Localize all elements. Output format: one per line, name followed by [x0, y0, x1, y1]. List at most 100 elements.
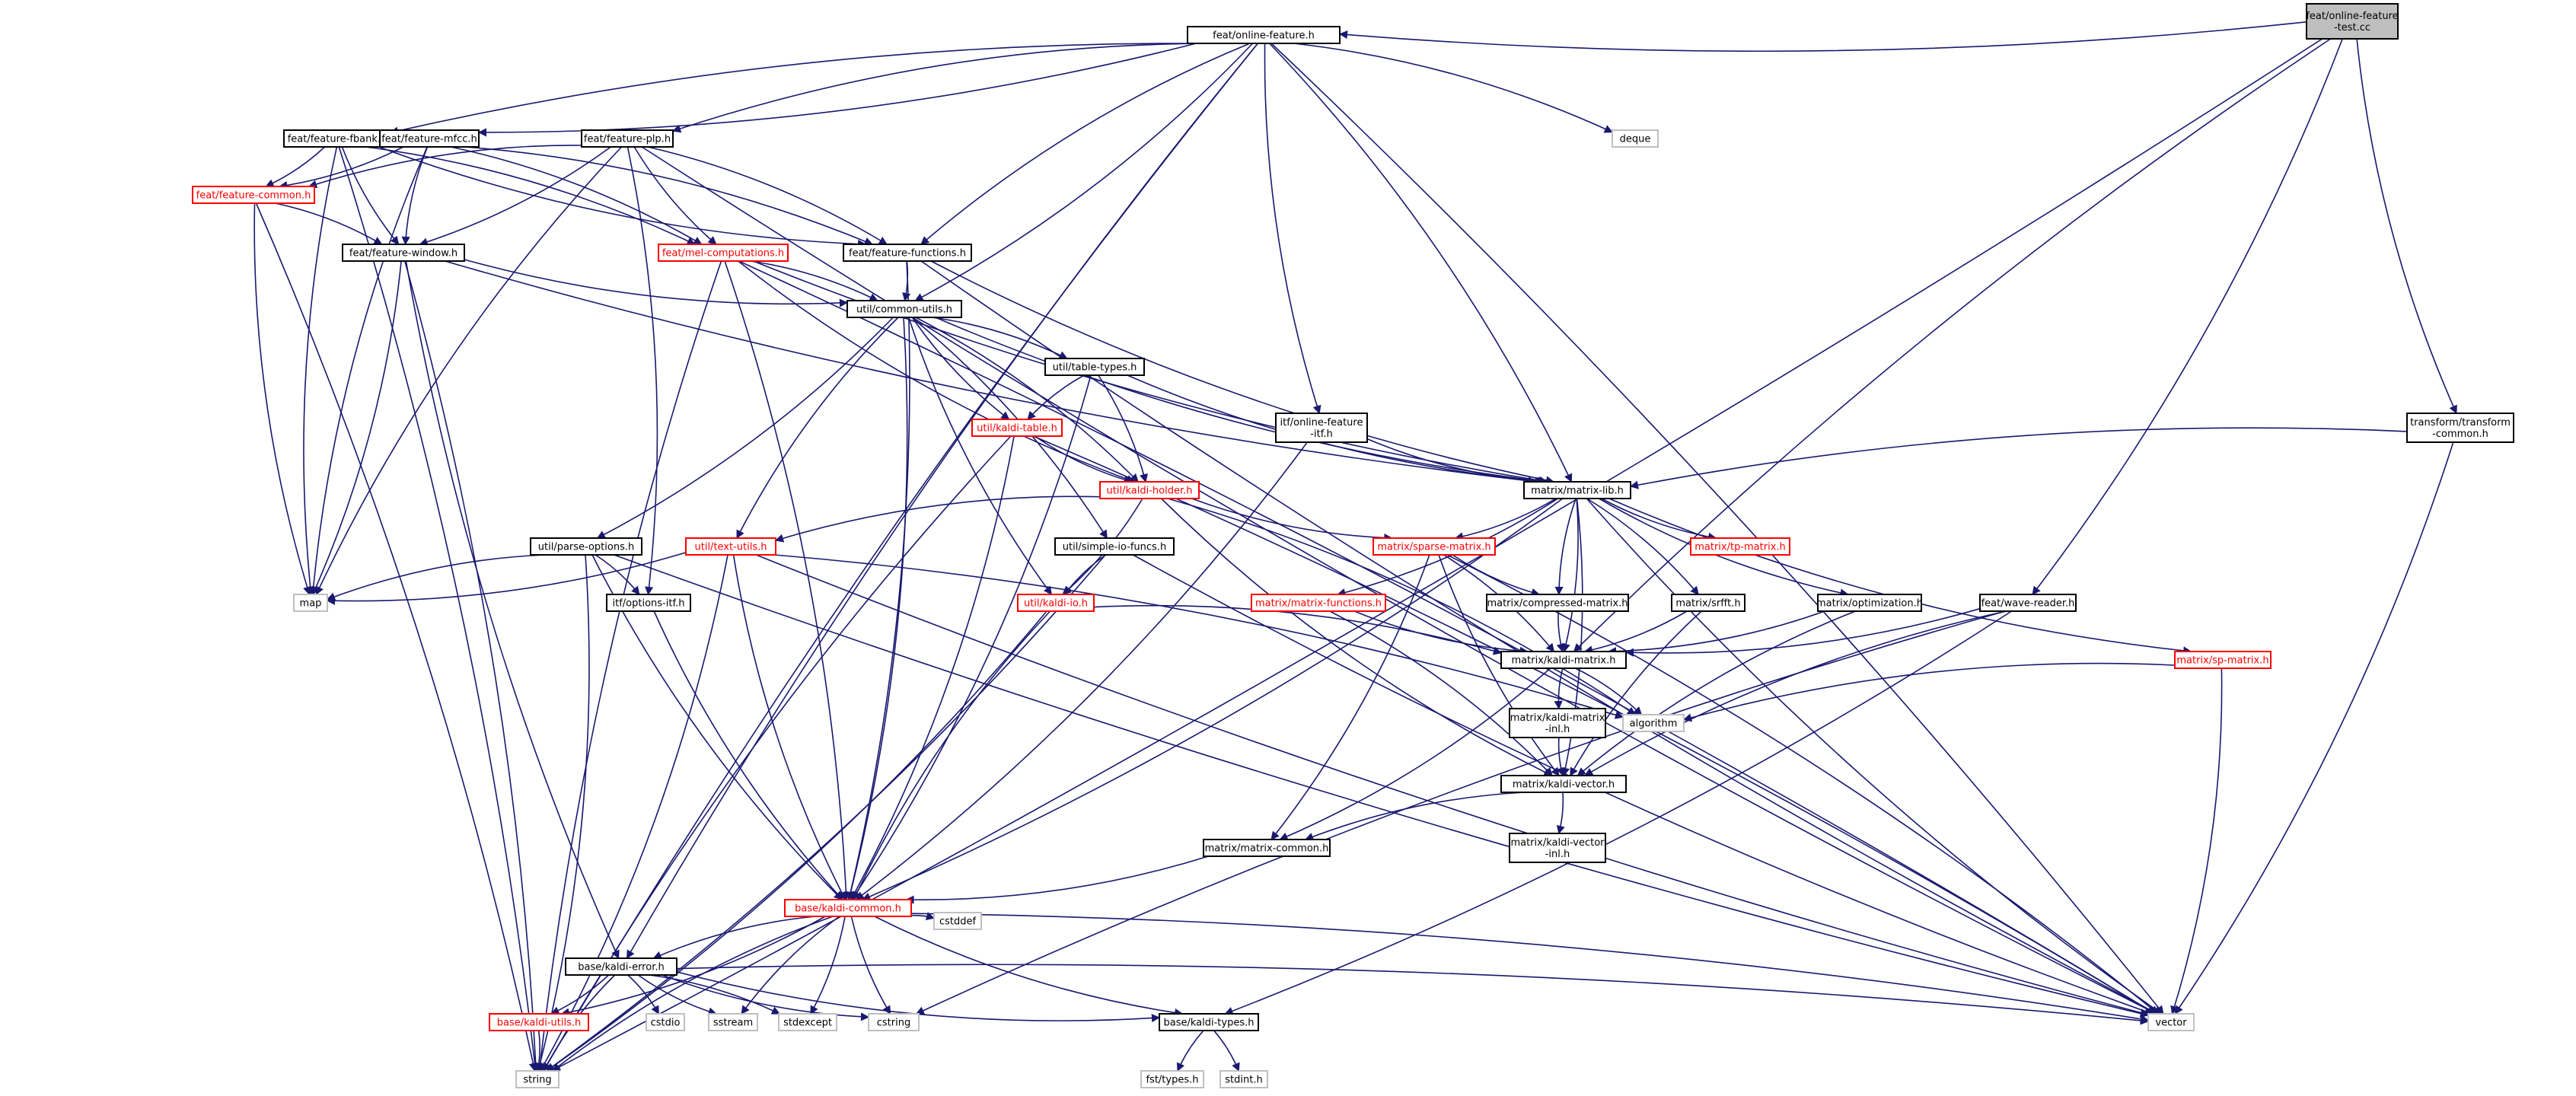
edge-online_feature-to-fbank	[389, 43, 1189, 135]
edge-fbank-to-feat_common	[265, 146, 326, 187]
edge-mel-to-kaldi_holder	[738, 260, 1136, 483]
node-map[interactable]: map	[293, 594, 328, 612]
edge-wave_reader-to-kaldi_matrix	[1624, 607, 1981, 657]
node-feat_common[interactable]: feat/feature-common.h	[192, 186, 315, 204]
node-algorithm[interactable]: algorithm	[1622, 714, 1685, 732]
node-matrix_lib[interactable]: matrix/matrix-lib.h	[1523, 481, 1631, 499]
node-kaldi_io[interactable]: util/kaldi-io.h	[1017, 594, 1095, 612]
node-srfft[interactable]: matrix/srfft.h	[1671, 594, 1745, 612]
node-kaldi_error[interactable]: base/kaldi-error.h	[565, 957, 677, 976]
node-box-algorithm	[1622, 714, 1685, 732]
node-deque[interactable]: deque	[1612, 129, 1659, 148]
node-box-feat_functions	[843, 244, 972, 262]
node-label: stdint.h	[1225, 1075, 1262, 1086]
node-matrix_functions[interactable]: matrix/matrix-functions.h	[1251, 594, 1386, 612]
node-wave_reader[interactable]: feat/wave-reader.h	[1979, 594, 2077, 612]
node-kaldi_matrix[interactable]: matrix/kaldi-matrix.h	[1500, 651, 1627, 669]
node-label: cstring	[877, 1018, 910, 1029]
edge-matrix_lib-to-tp_matrix	[1601, 498, 1717, 541]
node-vector_inl[interactable]: matrix/kaldi-vector-inl.h	[1509, 833, 1606, 863]
edge-online_feature-to-common_utils	[914, 43, 1254, 301]
node-kaldi_utils[interactable]: base/kaldi-utils.h	[489, 1013, 589, 1031]
node-text_utils[interactable]: util/text-utils.h	[685, 537, 776, 556]
edge-feat_window-to-matrix_lib	[445, 260, 1537, 486]
edge-kaldi_holder-to-text_utils	[774, 495, 1101, 543]
edge-kaldi_common-to-kaldi_types	[874, 916, 1184, 1018]
edge-matrix_lib-to-vector	[1586, 498, 2163, 1015]
edge-text_utils-to-kaldi_common	[732, 554, 846, 900]
node-label: stdexcept	[783, 1018, 832, 1029]
node-matrix_common[interactable]: matrix/matrix-common.h	[1203, 839, 1331, 857]
node-sstream[interactable]: sstream	[708, 1013, 758, 1031]
node-box-kaldi_table	[971, 419, 1063, 437]
node-mel[interactable]: feat/mel-computations.h	[658, 244, 789, 262]
node-kaldi_common[interactable]: base/kaldi-common.h	[784, 899, 912, 917]
node-fbank[interactable]: feat/feature-fbank.h	[283, 129, 391, 148]
node-kaldi_types[interactable]: base/kaldi-types.h	[1159, 1013, 1259, 1031]
node-label: util/parse-options.h	[538, 542, 634, 553]
node-plp[interactable]: feat/feature-plp.h	[581, 129, 674, 148]
node-sparse_matrix[interactable]: matrix/sparse-matrix.h	[1372, 537, 1496, 556]
node-box-sparse_matrix	[1372, 537, 1496, 556]
edge-kaldi_utils-to-string	[534, 1030, 544, 1072]
node-box-kaldi_utils	[489, 1013, 589, 1031]
node-label: feat/feature-fbank.h	[288, 134, 387, 145]
edge-wave_reader-to-cstring	[915, 610, 2006, 1015]
node-tp_matrix[interactable]: matrix/tp-matrix.h	[1690, 537, 1790, 556]
node-kaldi_vector[interactable]: matrix/kaldi-vector.h	[1500, 775, 1627, 793]
edge-parse_options-to-string	[536, 554, 590, 1072]
node-label: base/kaldi-common.h	[795, 903, 901, 915]
edge-kaldi_holder-to-sparse_matrix	[1191, 498, 1393, 543]
edge-kaldi_error-to-cstdio	[627, 974, 659, 1015]
edge-wave_reader-to-kaldi_types	[1224, 610, 2012, 1015]
edge-feat_window-to-kaldi_error	[405, 260, 620, 960]
node-transform_common[interactable]: transform/transform-common.h	[2406, 413, 2514, 443]
edge-kaldi_vector-to-matrix_common	[1305, 792, 1525, 841]
node-vector[interactable]: vector	[2147, 1013, 2195, 1031]
edge-online_feature-to-plp	[671, 43, 1213, 133]
edge-text_utils-to-map	[326, 552, 687, 605]
node-label: matrix/kaldi-vector.h	[1513, 779, 1615, 791]
node-parse_options[interactable]: util/parse-options.h	[530, 537, 642, 556]
edge-plp-to-feat_functions	[647, 146, 888, 245]
node-feat_window[interactable]: feat/feature-window.h	[342, 244, 465, 262]
node-common_utils[interactable]: util/common-utils.h	[846, 300, 962, 318]
node-box-map	[293, 594, 328, 612]
edge-online_feature-to-online_itf	[1264, 43, 1321, 415]
node-stdexcept[interactable]: stdexcept	[778, 1013, 837, 1031]
node-cstddef[interactable]: cstddef	[933, 912, 982, 930]
edge-online_test-to-wave_reader	[2032, 38, 2343, 595]
node-matrix_inl[interactable]: matrix/kaldi-matrix-inl.h	[1509, 708, 1606, 738]
node-compressed[interactable]: matrix/compressed-matrix.h	[1486, 594, 1629, 612]
edge-common_utils-to-kaldi_io	[907, 317, 1052, 595]
edge-parse_options-to-vector	[614, 554, 2150, 1018]
node-cstdio[interactable]: cstdio	[646, 1013, 685, 1031]
edge-parse_options-to-options_itf	[595, 554, 640, 595]
edge-compressed-to-kaldi_matrix	[1556, 610, 1565, 653]
node-fst_types[interactable]: fst/types.h	[1140, 1070, 1204, 1088]
node-stdint[interactable]: stdint.h	[1219, 1070, 1268, 1088]
node-sp_matrix[interactable]: matrix/sp-matrix.h	[2174, 651, 2272, 669]
node-online_test[interactable]: feat/online-feature-test.cc	[2306, 3, 2399, 40]
node-kaldi_table[interactable]: util/kaldi-table.h	[971, 419, 1063, 437]
edge-feat_functions-to-kaldi_common	[846, 260, 910, 901]
node-options_itf[interactable]: itf/options-itf.h	[606, 594, 691, 612]
edge-sp_matrix-to-vector	[2170, 667, 2223, 1015]
edge-matrix_functions-to-kaldi_matrix	[1353, 610, 1529, 655]
node-table_types[interactable]: util/table-types.h	[1044, 358, 1145, 376]
edge-kaldi_common-to-kaldi_utils	[560, 916, 826, 1017]
node-online_itf[interactable]: itf/online-feature-itf.h	[1275, 413, 1368, 443]
node-optimization[interactable]: matrix/optimization.h	[1816, 594, 1923, 612]
node-label: feat/mel-computations.h	[662, 248, 784, 260]
node-online_feature[interactable]: feat/online-feature.h	[1187, 26, 1341, 44]
node-mfcc[interactable]: feat/feature-mfcc.h	[379, 129, 480, 148]
node-cstring[interactable]: cstring	[868, 1013, 920, 1031]
nodes: feat/online-feature-test.cc feat/online-f…	[192, 3, 2514, 1088]
edge-kaldi_error-to-cstring	[662, 974, 870, 1021]
node-label: util/common-utils.h	[856, 304, 952, 316]
node-string[interactable]: string	[515, 1070, 560, 1088]
node-simple_io[interactable]: util/simple-io-funcs.h	[1054, 537, 1175, 556]
edge-matrix_functions-to-kaldi_vector	[1329, 610, 1553, 776]
node-kaldi_holder[interactable]: util/kaldi-holder.h	[1099, 481, 1200, 499]
node-feat_functions[interactable]: feat/feature-functions.h	[843, 244, 972, 262]
